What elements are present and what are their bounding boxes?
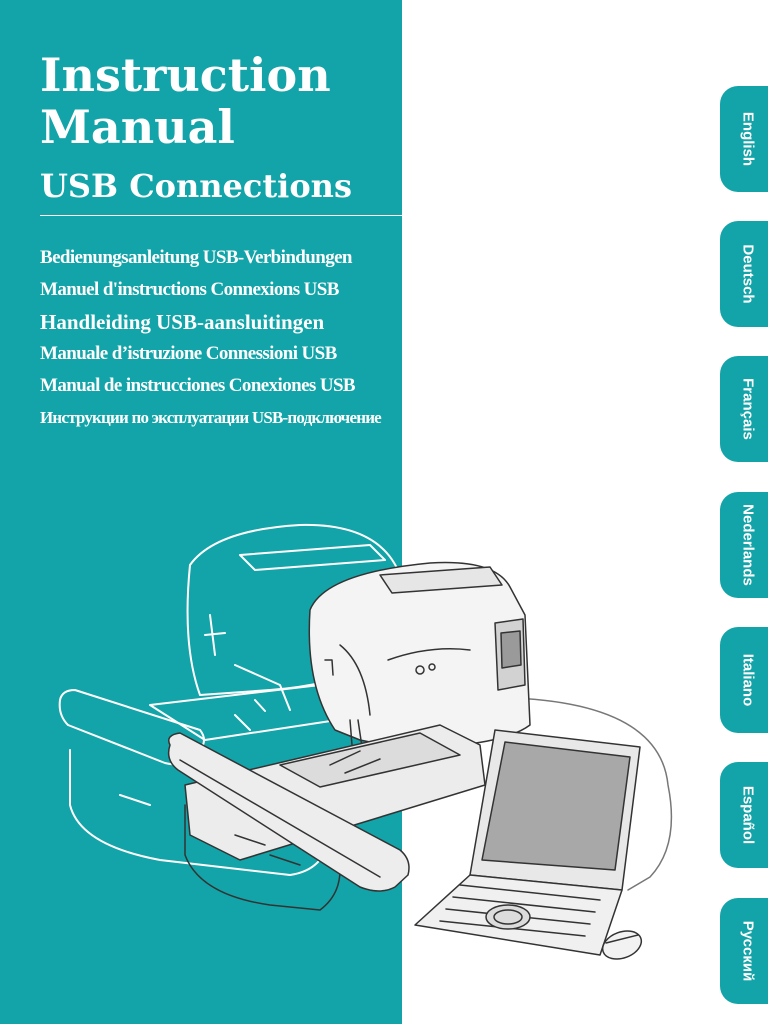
mouse-icon bbox=[601, 930, 643, 960]
tab-russian-label: Русский bbox=[739, 920, 757, 982]
tab-nederlands[interactable]: Nederlands bbox=[720, 492, 768, 598]
tab-english-label: English bbox=[739, 111, 757, 167]
embroidery-arm bbox=[167, 732, 410, 892]
title-divider bbox=[40, 215, 402, 216]
title-line-2: Manual bbox=[40, 100, 235, 154]
tab-russian[interactable]: Русский bbox=[720, 898, 768, 1004]
tab-francais-label: Français bbox=[739, 378, 757, 440]
tab-espanol-label: Español bbox=[739, 785, 757, 845]
main-machine bbox=[308, 561, 531, 751]
tab-english[interactable]: English bbox=[720, 86, 768, 192]
translated-titles: Bedienungsanleitung USB-Verbindungen Man… bbox=[40, 242, 382, 434]
tab-espanol[interactable]: Español bbox=[720, 762, 768, 868]
title-nl: Handleiding USB-aansluitingen bbox=[40, 310, 325, 334]
tab-francais[interactable]: Français bbox=[720, 356, 768, 462]
title-de: Bedienungsanleitung USB-Verbindungen bbox=[40, 247, 353, 268]
sewing-machine-usb-illustration bbox=[58, 523, 675, 960]
title-es: Manual de instrucciones Conexiones USB bbox=[40, 375, 356, 396]
title-fr: Manuel d'instructions Connexions USB bbox=[40, 279, 339, 300]
title-it: Manuale d’istruzione Connessioni USB bbox=[40, 343, 337, 364]
tab-nederlands-label: Nederlands bbox=[739, 504, 757, 586]
subtitle: USB Connections bbox=[40, 167, 352, 205]
tab-deutsch-label: Deutsch bbox=[739, 244, 757, 304]
title-ru: Инструкции по эксплуатации USB-подключен… bbox=[40, 408, 382, 427]
tab-italiano-label: Italiano bbox=[739, 653, 757, 707]
tab-italiano[interactable]: Italiano bbox=[720, 627, 768, 733]
tab-deutsch[interactable]: Deutsch bbox=[720, 221, 768, 327]
laptop-icon bbox=[414, 729, 641, 956]
title-line-1: Instruction bbox=[40, 48, 331, 102]
